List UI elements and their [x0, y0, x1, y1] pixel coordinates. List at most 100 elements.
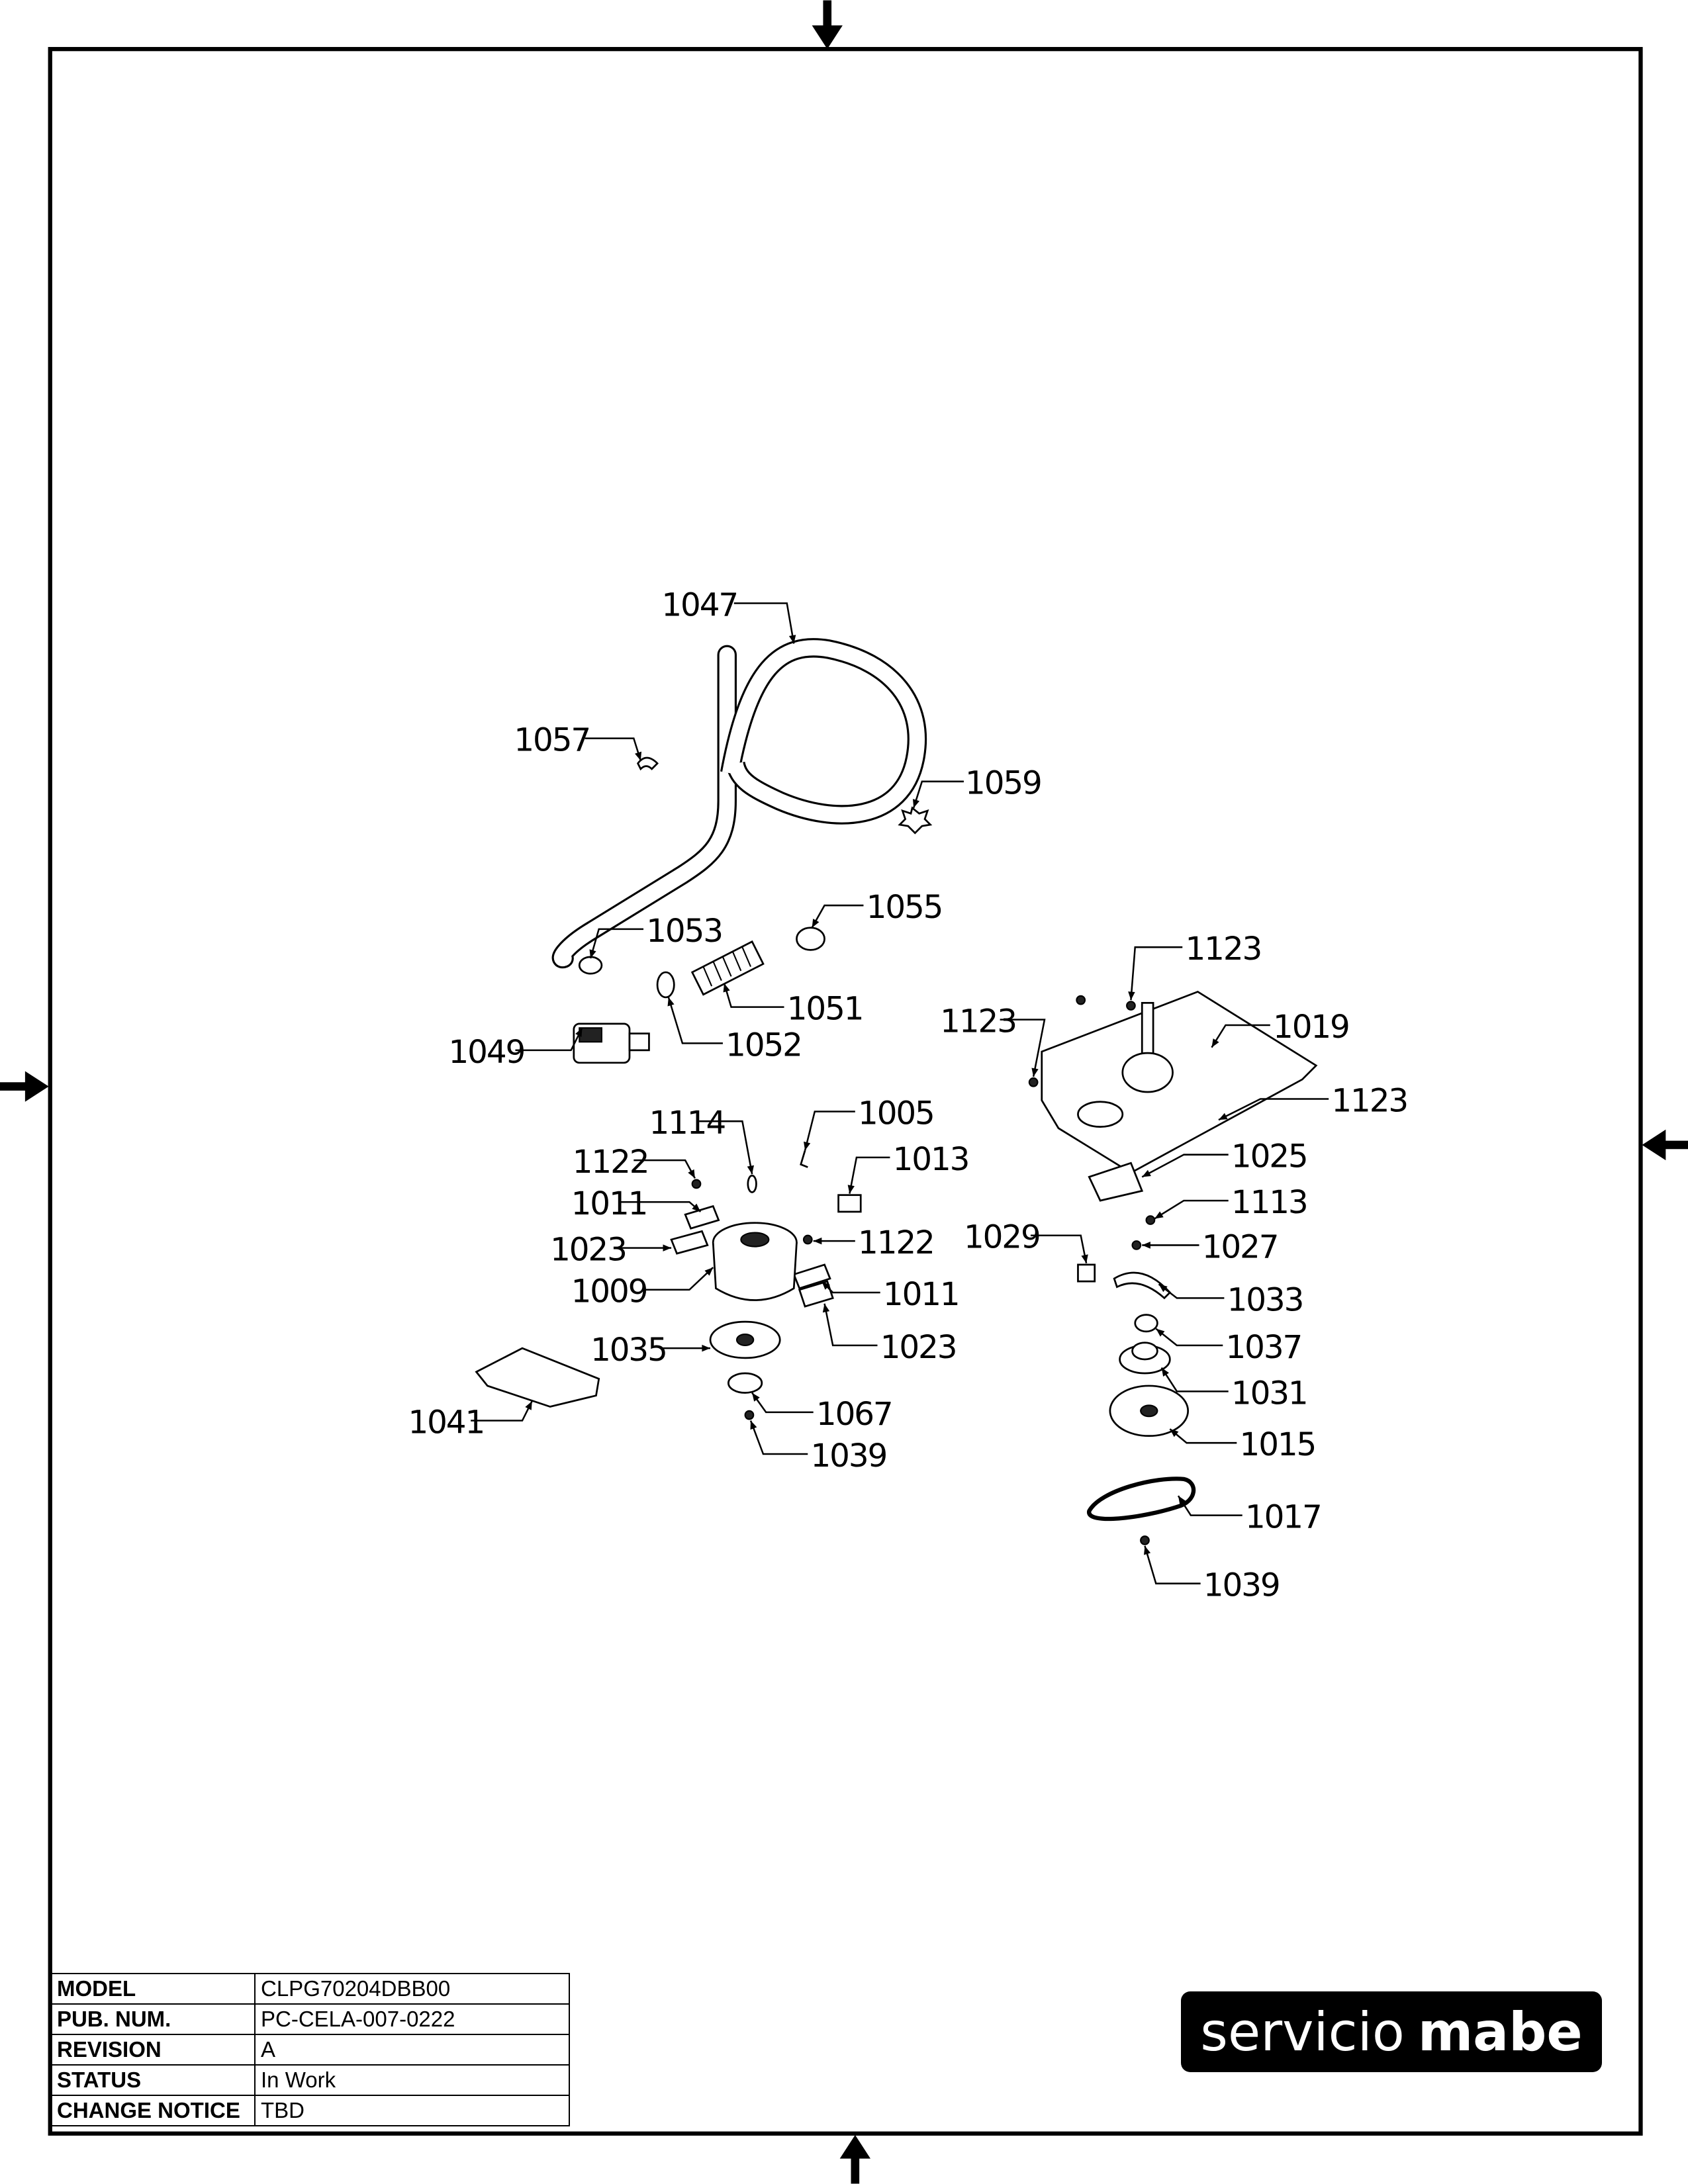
leader-arrowhead-1023 — [822, 1303, 830, 1313]
callout-leaders — [471, 602, 1329, 1584]
leader-arrowhead-1011 — [821, 1281, 830, 1290]
revision-value: A — [254, 2034, 570, 2066]
callout-label-1047: 1047 — [661, 586, 737, 623]
screw-1114 — [747, 1174, 757, 1193]
hose-clip-1057 — [637, 756, 659, 771]
callout-label-1051: 1051 — [787, 991, 863, 1028]
leader-arrowhead-1023 — [663, 1244, 672, 1251]
callout-label-1053: 1053 — [646, 913, 722, 950]
screw-1027 — [1131, 1240, 1142, 1250]
callout-label-1011: 1011 — [883, 1276, 959, 1313]
center-arrow-left — [0, 1071, 49, 1102]
leader-line-1052 — [667, 997, 723, 1044]
callout-label-1011: 1011 — [571, 1185, 647, 1222]
callout-label-1122: 1122 — [573, 1144, 649, 1181]
brake-assembly-1025 — [1088, 1161, 1144, 1202]
leader-line-1033 — [1158, 1283, 1225, 1299]
corrugated-hose-1051 — [690, 940, 765, 996]
leader-arrowhead-1017 — [1178, 1496, 1186, 1505]
callout-label-1123: 1123 — [1185, 931, 1261, 968]
hose-clamp-1055 — [796, 927, 825, 951]
leader-line-1031 — [1160, 1367, 1229, 1392]
callout-label-1023: 1023 — [550, 1232, 626, 1269]
hose-clamp-1053 — [578, 956, 603, 975]
callout-label-1019: 1019 — [1273, 1009, 1349, 1046]
callout-label-1029: 1029 — [964, 1219, 1040, 1256]
capacitor-1013 — [837, 1194, 862, 1213]
callout-label-1025: 1025 — [1231, 1138, 1307, 1175]
bracket-1029 — [1077, 1263, 1096, 1283]
leader-line-1059 — [912, 780, 964, 809]
leader-arrowhead-1113 — [1154, 1211, 1164, 1219]
title-row-pub-num: PUB. NUM.PC-CELA-007-0222 — [50, 2003, 570, 2035]
callout-label-1015: 1015 — [1240, 1426, 1316, 1463]
callout-label-1067: 1067 — [816, 1396, 892, 1433]
leader-arrowhead-1027 — [1142, 1242, 1150, 1249]
leader-arrowhead-1057 — [635, 751, 642, 761]
callout-label-1049: 1049 — [448, 1034, 524, 1071]
leader-line-1023 — [823, 1303, 878, 1347]
leader-arrowhead-1039 — [750, 1420, 757, 1430]
leader-arrowhead-1015 — [1170, 1429, 1179, 1437]
leader-arrowhead-1039 — [1143, 1545, 1151, 1555]
mounting-plate-1019 — [1041, 990, 1318, 1174]
leader-arrowhead-1059 — [912, 799, 920, 808]
leader-arrowhead-1009 — [704, 1267, 714, 1276]
leader-arrowhead-1123 — [1031, 1068, 1039, 1077]
gear-1031 — [1119, 1342, 1171, 1375]
leader-line-1047 — [733, 602, 795, 644]
pulley-1015 — [1109, 1385, 1190, 1437]
lever-1033 — [1113, 1271, 1172, 1300]
leader-line-1051 — [723, 983, 784, 1008]
leader-line-1037 — [1155, 1328, 1223, 1347]
callout-label-1113: 1113 — [1231, 1184, 1307, 1221]
leader-arrowhead-1031 — [1161, 1367, 1169, 1377]
leader-arrowhead-1025 — [1142, 1169, 1151, 1177]
leader-line-1114 — [699, 1120, 753, 1175]
leader-arrowhead-1011 — [692, 1203, 701, 1212]
leader-arrowhead-1019 — [1211, 1038, 1219, 1048]
leader-line-1049 — [515, 1027, 583, 1052]
pub-num-value: PC-CELA-007-0222 — [254, 2003, 570, 2035]
callout-label-1123: 1123 — [940, 1003, 1016, 1040]
callout-label-1013: 1013 — [893, 1141, 969, 1178]
leader-line-1123 — [1130, 946, 1183, 1001]
callout-label-1123: 1123 — [1331, 1082, 1407, 1119]
screw-1122 — [691, 1179, 813, 1245]
leader-arrowhead-1067 — [752, 1392, 760, 1402]
leader-arrowhead-1053 — [589, 949, 596, 959]
leader-arrowhead-1051 — [723, 983, 730, 993]
bracket-1041 — [475, 1347, 600, 1408]
leader-line-1015 — [1169, 1428, 1237, 1444]
leader-arrowhead-1123 — [1128, 991, 1135, 1001]
star-washer-1059 — [898, 806, 933, 835]
callout-label-1039: 1039 — [811, 1437, 887, 1475]
callout-label-1059: 1059 — [965, 765, 1041, 802]
leader-line-1123 — [1218, 1098, 1329, 1121]
leader-line-1025 — [1141, 1154, 1229, 1178]
callout-label-1027: 1027 — [1202, 1228, 1278, 1265]
drain-hose-1047 — [551, 638, 927, 969]
leader-arrowhead-1005 — [804, 1141, 811, 1151]
leader-arrowhead-1114 — [747, 1165, 755, 1175]
hose-clamp-1052 — [656, 971, 675, 999]
belt-1017 — [1087, 1477, 1196, 1522]
model-value: CLPG70204DBB00 — [254, 1973, 570, 2005]
motor-mount-1011 — [684, 1205, 831, 1290]
status-value: In Work — [254, 2064, 570, 2096]
leader-arrowhead-1029 — [1081, 1254, 1088, 1263]
motor-1009 — [712, 1222, 798, 1301]
callout-label-1122: 1122 — [858, 1224, 934, 1261]
leader-line-1009 — [643, 1267, 714, 1291]
callout-label-1037: 1037 — [1225, 1329, 1301, 1366]
leader-line-1029 — [1030, 1234, 1088, 1264]
leader-arrowhead-1033 — [1158, 1284, 1168, 1293]
callout-label-1055: 1055 — [867, 889, 943, 926]
callout-label-1031: 1031 — [1231, 1375, 1307, 1412]
